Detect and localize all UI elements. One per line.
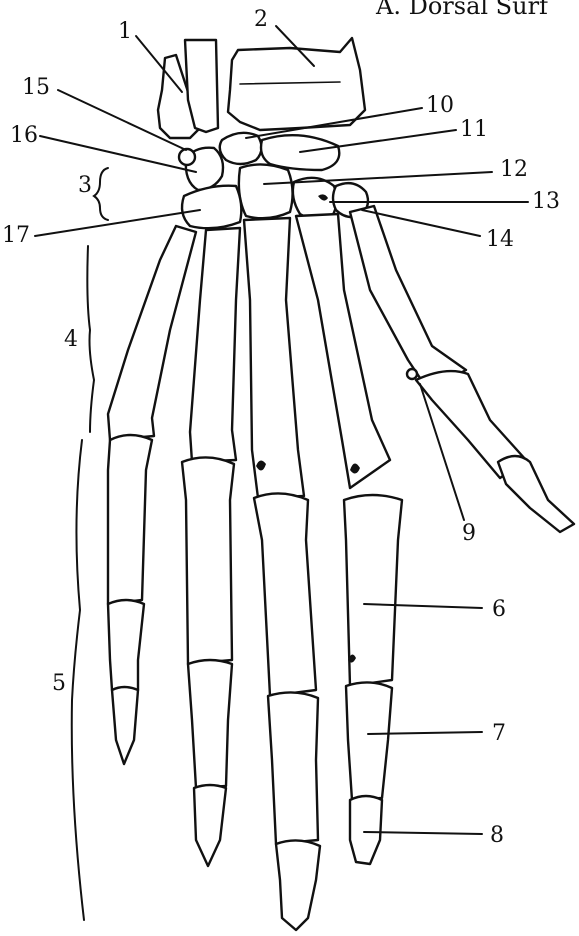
- label-7: 7: [492, 721, 506, 746]
- distal-phalanx-3: [276, 840, 320, 930]
- metacarpal-5: [108, 226, 196, 440]
- label-5: 5: [52, 671, 66, 696]
- middle-phalanx-4: [188, 660, 232, 788]
- metacarpal-1: [350, 206, 466, 390]
- capitate-bone: [239, 164, 293, 218]
- label-6: 6: [492, 597, 506, 622]
- proximal-phalanx-3: [254, 493, 316, 696]
- radius-distal-end: [228, 38, 365, 130]
- label-2: 2: [254, 7, 268, 32]
- metacarpal-3: [244, 218, 304, 498]
- trapezoid-bone: [293, 178, 337, 219]
- label-10: 10: [426, 93, 454, 118]
- finger-little: [108, 226, 196, 764]
- proximal-phalanx-4: [182, 457, 234, 664]
- proximal-phalanx-5: [108, 435, 152, 604]
- label-9: 9: [462, 521, 476, 546]
- finger-thumb: [350, 206, 574, 532]
- sesamoid-bone: [407, 369, 417, 379]
- label-1: 1: [118, 19, 132, 44]
- label-14: 14: [486, 227, 514, 252]
- label-11: 11: [460, 117, 488, 142]
- hamate-bone: [182, 186, 241, 229]
- label-13: 13: [532, 189, 560, 214]
- label-12: 12: [500, 157, 528, 182]
- middle-phalanx-5: [108, 600, 144, 690]
- lunate-bone: [220, 133, 262, 164]
- finger-ring: [182, 228, 240, 866]
- label-3: 3: [78, 173, 92, 198]
- metacarpus-bracket: [87, 246, 94, 432]
- finger-middle: [244, 218, 320, 930]
- distal-phalanx-5: [112, 687, 138, 764]
- distal-phalanx-4: [194, 785, 226, 866]
- phalanges-bracket: [72, 440, 84, 920]
- label-16: 16: [10, 123, 38, 148]
- metacarpal-4: [190, 228, 240, 462]
- label-17: 17: [2, 223, 30, 248]
- label-15: 15: [22, 75, 50, 100]
- label-8: 8: [490, 823, 504, 848]
- pisiform-bone: [179, 149, 195, 165]
- carpus-bracket: [94, 168, 108, 220]
- region-brackets: [72, 168, 108, 920]
- middle-phalanx-3: [268, 692, 318, 844]
- middle-phalanx-2: [346, 682, 392, 800]
- distal-phalanx-2: [350, 796, 382, 864]
- label-4: 4: [64, 327, 78, 352]
- distal-phalanx-1: [498, 456, 574, 532]
- ulna-distal-end: [158, 40, 218, 138]
